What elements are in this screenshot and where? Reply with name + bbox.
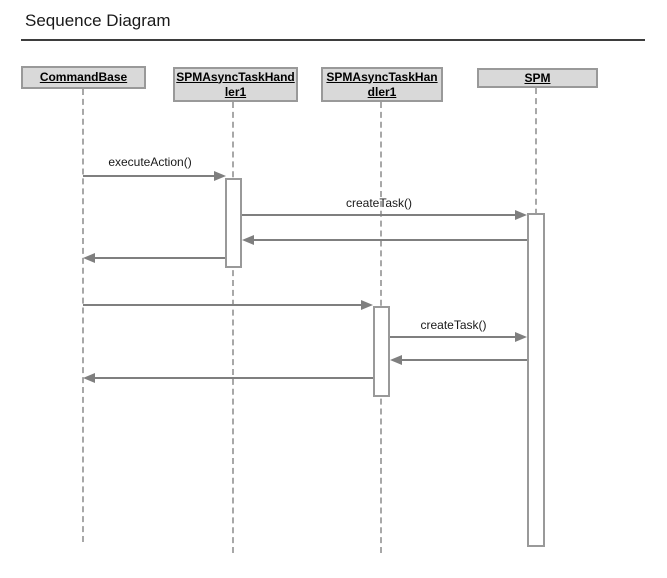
message-line-createtask-1 [242, 214, 515, 216]
message-line-executeaction [83, 175, 214, 177]
lifeline-commandbase [82, 89, 84, 542]
title-rule [21, 39, 645, 41]
message-line-call-2 [83, 304, 361, 306]
actor-spmasynctaskhandler1-a-label: SPMAsyncTaskHandler1 [176, 69, 295, 99]
actor-spm: SPM [477, 68, 598, 88]
message-line-return-1 [254, 239, 527, 241]
arrowhead-left-icon [242, 235, 254, 245]
actor-spmasynctaskhandler1-b: SPMAsyncTaskHandler1 [321, 67, 443, 102]
message-line-return-2 [95, 257, 225, 259]
message-line-return-4 [95, 377, 373, 379]
message-label-executeaction: executeAction() [108, 155, 192, 169]
arrowhead-right-icon [515, 332, 527, 342]
actor-spm-label: SPM [524, 70, 551, 85]
message-line-createtask-2 [390, 336, 515, 338]
arrowhead-right-icon [214, 171, 226, 181]
arrowhead-right-icon [515, 210, 527, 220]
actor-commandbase-label: CommandBase [39, 70, 128, 84]
actor-commandbase: CommandBase [21, 66, 146, 89]
arrowhead-left-icon [390, 355, 402, 365]
activation-bar-handler1 [225, 178, 242, 268]
activation-bar-handler2 [373, 306, 390, 397]
lifeline-spmasynctaskhandler1-a [232, 102, 234, 553]
activation-bar-spm [527, 213, 545, 547]
arrowhead-left-icon [83, 253, 95, 263]
message-line-return-3 [402, 359, 527, 361]
arrowhead-left-icon [83, 373, 95, 383]
actor-spmasynctaskhandler1-b-label: SPMAsyncTaskHandler1 [326, 69, 438, 99]
diagram-title: Sequence Diagram [25, 11, 171, 30]
actor-spmasynctaskhandler1-a: SPMAsyncTaskHandler1 [173, 67, 298, 102]
message-label-createtask-1: createTask() [345, 196, 413, 210]
message-label-createtask-2: createTask() [420, 318, 487, 332]
arrowhead-right-icon [361, 300, 373, 310]
